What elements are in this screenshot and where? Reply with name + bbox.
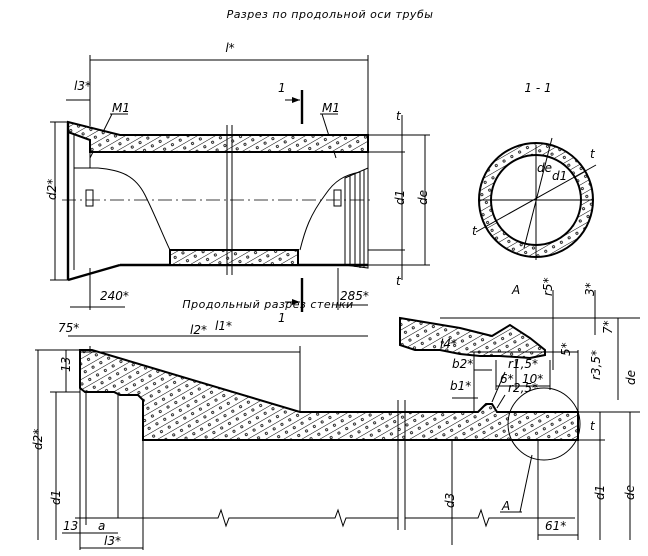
- label-de: de: [537, 161, 552, 175]
- label-240: 240*: [100, 289, 129, 303]
- label-de: de: [416, 190, 430, 205]
- wall-profile: [79, 349, 579, 441]
- label-l3: l3*: [74, 79, 91, 93]
- label-de: de: [624, 370, 638, 385]
- label-61: 61*: [545, 519, 566, 533]
- m1-insert-left: [85, 189, 94, 207]
- detail-ref-a: A: [501, 499, 510, 513]
- pipe-wall-bottom: [169, 249, 299, 266]
- spigot-grooves: [344, 167, 369, 269]
- label-a: a: [98, 519, 105, 533]
- label-13-bottom: 13: [63, 519, 78, 533]
- detail-a-wall: [399, 316, 546, 360]
- cross-section-title: 1 - 1: [524, 81, 551, 95]
- label-m1-right: M1: [322, 101, 340, 115]
- label-3: 3*: [583, 282, 597, 296]
- detail-a-circle: [507, 387, 581, 461]
- label-t: t: [590, 419, 596, 433]
- label-r35: r3,5*: [589, 350, 603, 380]
- label-d1-left: d1: [49, 490, 63, 505]
- label-d2: d2*: [45, 179, 59, 200]
- label-d1: d1: [393, 190, 407, 205]
- label-l3: l3*: [104, 534, 121, 548]
- svg-text:1: 1: [278, 311, 286, 325]
- wall-section: Продольный разрез стенки 75* l2* 13 d2* …: [31, 298, 640, 550]
- label-75: 75*: [58, 321, 79, 335]
- label-b1: b1*: [450, 379, 471, 393]
- axis-line: [75, 508, 575, 528]
- cut-mark-bottom: 1: [278, 278, 304, 325]
- label-t-left: t: [472, 224, 478, 238]
- label-t-top: t: [396, 109, 402, 123]
- m1-insert-right: [333, 189, 342, 207]
- label-l1: l1*: [215, 319, 232, 333]
- label-r25: r2,5*: [508, 381, 538, 395]
- label-t-right: t: [590, 147, 596, 161]
- pipe-section-title: Разрез по продольной оси трубы: [227, 8, 434, 21]
- label-d2: d2*: [31, 429, 45, 450]
- label-285: 285*: [340, 289, 369, 303]
- label-10: 10*: [522, 372, 543, 386]
- detail-a: r5* 3* 7* 5* r3,5* 6* 10* de: [399, 277, 640, 400]
- detail-ref-a: A: [511, 283, 520, 297]
- label-13-top: 13: [59, 357, 73, 372]
- cut-mark-top: 1: [278, 81, 304, 124]
- label-5: 5*: [559, 342, 573, 356]
- label-r15: r1,5*: [508, 357, 538, 371]
- label-de: de: [623, 485, 637, 500]
- label-d1: d1: [552, 169, 567, 183]
- label-7: 7*: [601, 320, 615, 334]
- pipe-section: Разрез по продольной оси трубы l* l3* M1…: [45, 8, 434, 337]
- label-b2: b2*: [452, 357, 473, 371]
- label-l: l*: [225, 41, 234, 55]
- label-m1-left: M1: [112, 101, 130, 115]
- label-r5: r5*: [541, 277, 555, 296]
- label-d1-right: d1: [593, 485, 607, 500]
- pipe-wall-top: [67, 120, 369, 153]
- label-l4: l4*: [440, 337, 457, 351]
- svg-text:1: 1: [278, 81, 286, 95]
- label-l2: l2*: [190, 323, 207, 337]
- label-t-bottom: t: [396, 274, 402, 288]
- wall-section-title: Продольный разрез стенки: [182, 298, 353, 311]
- label-d3: d3: [443, 493, 457, 508]
- cross-section: 1 - 1 de d1 t t A: [472, 81, 597, 297]
